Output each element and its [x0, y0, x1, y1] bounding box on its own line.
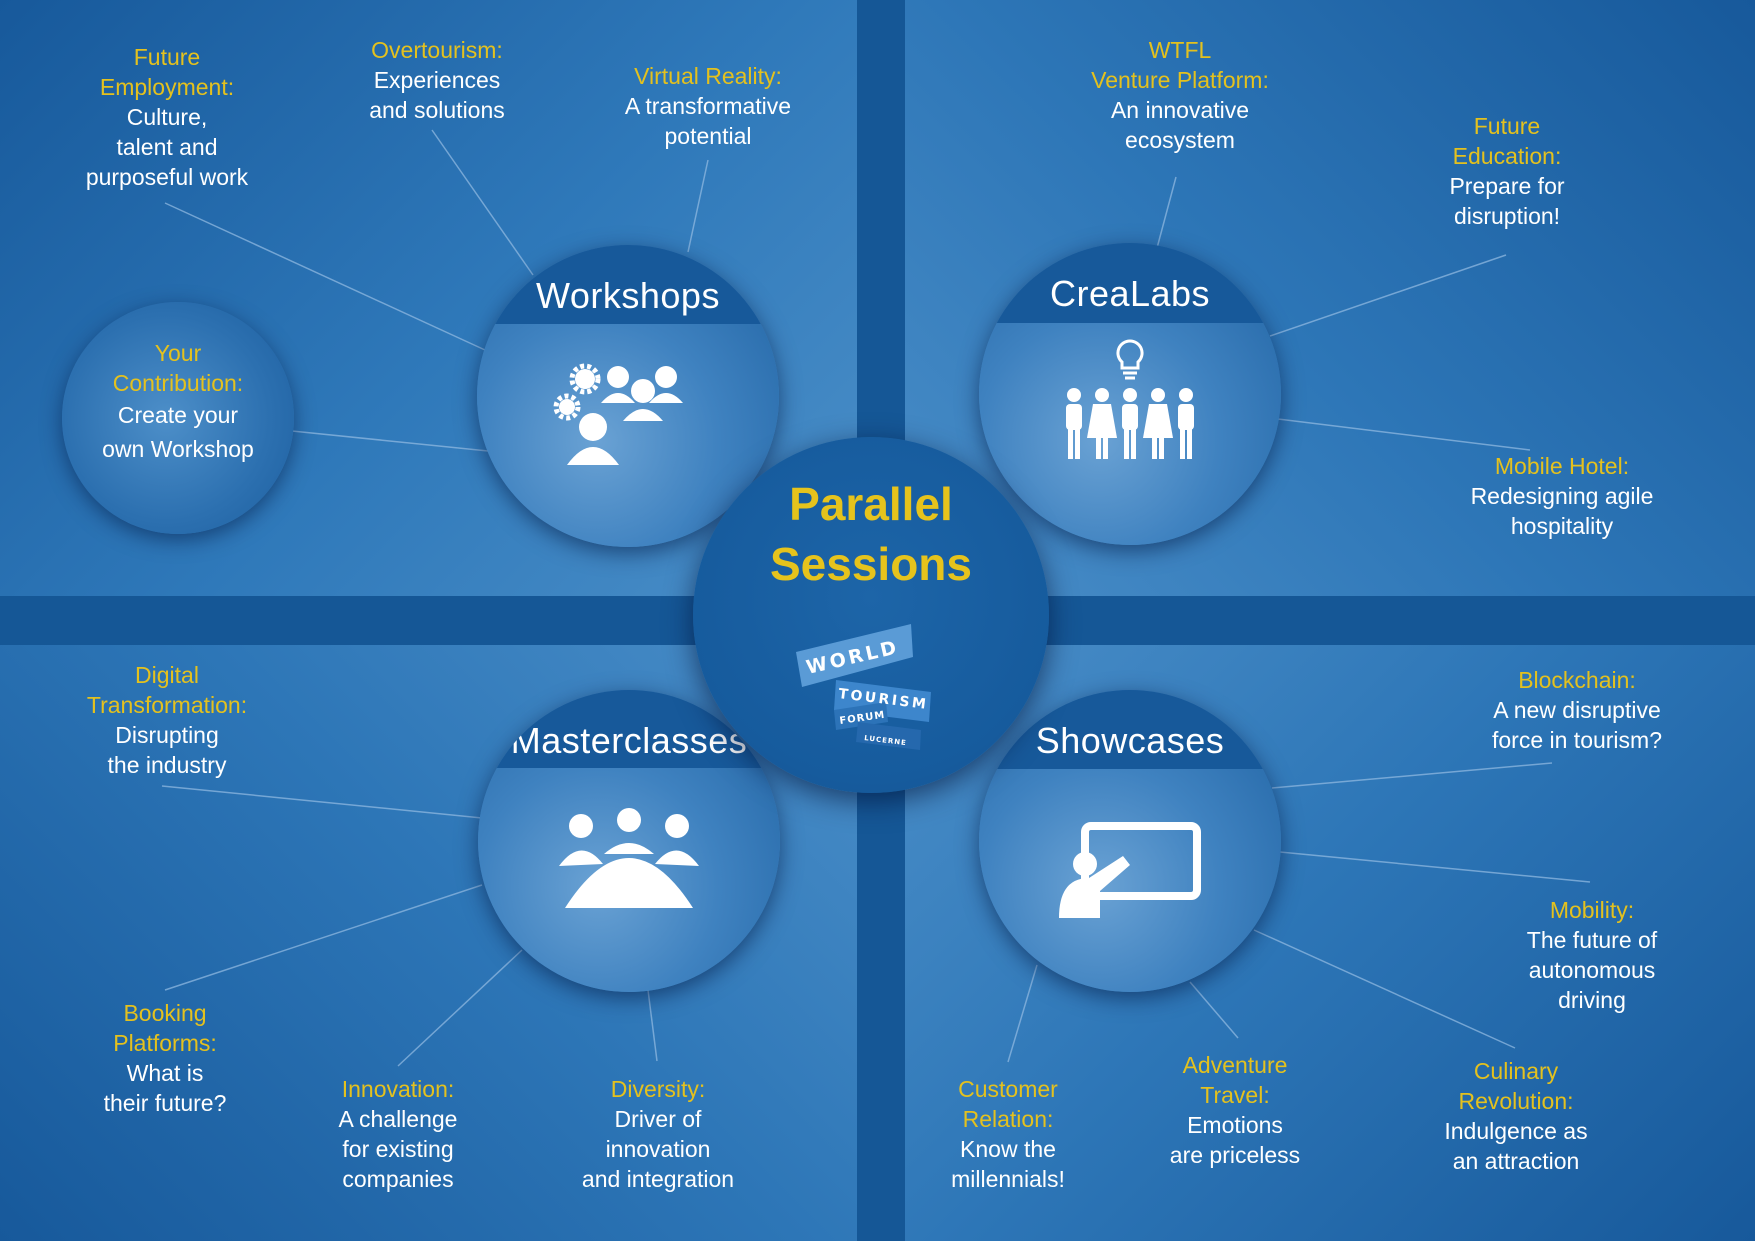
topic-culinary-revolution: Culinary Revolution: Indulgence as an at… [1410, 1056, 1622, 1176]
topic-your-contribution: Your Contribution: Create your own Works… [62, 338, 294, 466]
topic-heading: Virtual Reality: [634, 63, 782, 89]
topic-heading: Adventure Travel: [1182, 1052, 1288, 1108]
topic-body: Indulgence as an attraction [1444, 1118, 1588, 1174]
topic-heading: Overtourism: [371, 37, 503, 63]
topic-heading: WTFL Venture Platform: [1091, 37, 1269, 93]
world-tourism-forum-logo: WORLD TOURISM FORUM LUCERNE [796, 624, 931, 750]
topic-body: A challenge for existing companies [338, 1106, 458, 1192]
crealabs-cap [979, 243, 1281, 323]
topic-heading: Culinary Revolution: [1458, 1058, 1574, 1114]
topic-future-employment: Future Employment: Culture, talent and p… [60, 42, 274, 192]
topic-heading: Innovation: [341, 1076, 455, 1102]
crealabs-title: CreaLabs [1049, 273, 1211, 314]
topic-heading: Customer Relation: [958, 1076, 1058, 1132]
showcases-cap [979, 690, 1281, 769]
topic-heading: Mobile Hotel: [1494, 453, 1630, 479]
topic-future-education: Future Education: Prepare for disruption… [1400, 111, 1614, 231]
topic-body: Driver of innovation and integration [581, 1106, 735, 1192]
lightbulb-group-icon [1066, 339, 1194, 459]
workshops-title: Workshops [536, 275, 720, 316]
topic-body: Emotions are priceless [1169, 1112, 1301, 1168]
audience-icon [559, 808, 699, 908]
topic-body: A transformative potential [624, 93, 792, 149]
team-gears-icon [553, 363, 683, 465]
workshops-cap [477, 245, 779, 324]
topic-overtourism: Overtourism: Experiences and solutions [330, 35, 544, 125]
topic-customer-relation: Customer Relation: Know the millennials! [905, 1074, 1111, 1194]
topic-mobile-hotel: Mobile Hotel: Redesigning agile hospital… [1440, 451, 1684, 541]
topic-blockchain: Blockchain: A new disruptive force in to… [1452, 665, 1702, 755]
masterclasses-title: Masterclasses [510, 720, 748, 761]
workshops-circle[interactable]: Workshops [477, 245, 779, 547]
presentation-board-icon [1059, 822, 1201, 918]
showcases-circle[interactable]: Showcases [979, 690, 1281, 992]
topic-body: An innovative ecosystem [1110, 97, 1250, 153]
topic-wtfl-venture-platform: WTFL Venture Platform: An innovative eco… [1060, 35, 1300, 155]
topic-body: Know the millennials! [951, 1136, 1065, 1192]
topic-heading: Mobility: [1549, 897, 1635, 923]
topic-heading: Diversity: [610, 1076, 706, 1102]
connector-adventure [1189, 981, 1239, 1039]
topic-booking-platforms: Booking Platforms: What is their future? [60, 998, 270, 1118]
topic-body: The future of autonomous driving [1526, 927, 1658, 1013]
topic-heading: Your Contribution: [112, 340, 244, 396]
connector-contribution [291, 430, 489, 452]
connector-mobility [1279, 851, 1591, 883]
connector-virtual-reality [687, 159, 709, 253]
topic-heading: Blockchain: [1518, 667, 1636, 693]
center-title-line2: Sessions [770, 538, 972, 590]
topic-virtual-reality: Virtual Reality: A transformative potent… [596, 61, 820, 151]
masterclasses-circle[interactable]: Masterclasses [478, 690, 780, 992]
topic-heading: Future Employment: [99, 44, 235, 100]
topic-body: A new disruptive force in tourism? [1491, 697, 1662, 753]
connector-mobile-hotel [1277, 418, 1531, 451]
topic-heading: Booking Platforms: [113, 1000, 217, 1056]
center-title-line1: Parallel [789, 478, 953, 530]
connector-wtfl [1156, 176, 1177, 249]
topic-body: Culture, talent and purposeful work [85, 104, 249, 190]
connector-digital-transformation [161, 785, 483, 819]
showcases-title: Showcases [1035, 720, 1225, 761]
topic-heading: Digital Transformation: [86, 662, 248, 718]
topic-mobility: Mobility: The future of autonomous drivi… [1482, 895, 1702, 1015]
topic-body: Redesigning agile hospitality [1470, 483, 1654, 539]
topic-digital-transformation: Digital Transformation: Disrupting the i… [52, 660, 282, 780]
topic-body: Disrupting the industry [107, 722, 227, 778]
parallel-sessions-center: Parallel Sessions WORLD TOURISM FORUM LU… [693, 437, 1049, 793]
topic-body: Create your own Workshop [102, 402, 254, 462]
connector-future-education [1269, 254, 1507, 337]
crealabs-circle[interactable]: CreaLabs [979, 243, 1281, 545]
topic-heading: Future Education: [1452, 113, 1562, 169]
topic-diversity: Diversity: Driver of innovation and inte… [548, 1074, 768, 1194]
connector-culinary [1253, 929, 1516, 1049]
topic-body: Experiences and solutions [369, 67, 505, 123]
connector-future-employment [164, 202, 486, 351]
topic-body: Prepare for disruption! [1449, 173, 1565, 229]
connector-blockchain [1271, 762, 1553, 789]
connector-diversity [647, 989, 658, 1062]
topic-innovation: Innovation: A challenge for existing com… [292, 1074, 504, 1194]
topic-adventure-travel: Adventure Travel: Emotions are priceless [1130, 1050, 1340, 1170]
connector-innovation [397, 949, 523, 1067]
your-contribution-circle [62, 302, 294, 534]
connector-customer [1007, 964, 1038, 1063]
connector-booking [164, 884, 483, 991]
topic-body: What is their future? [103, 1060, 227, 1116]
